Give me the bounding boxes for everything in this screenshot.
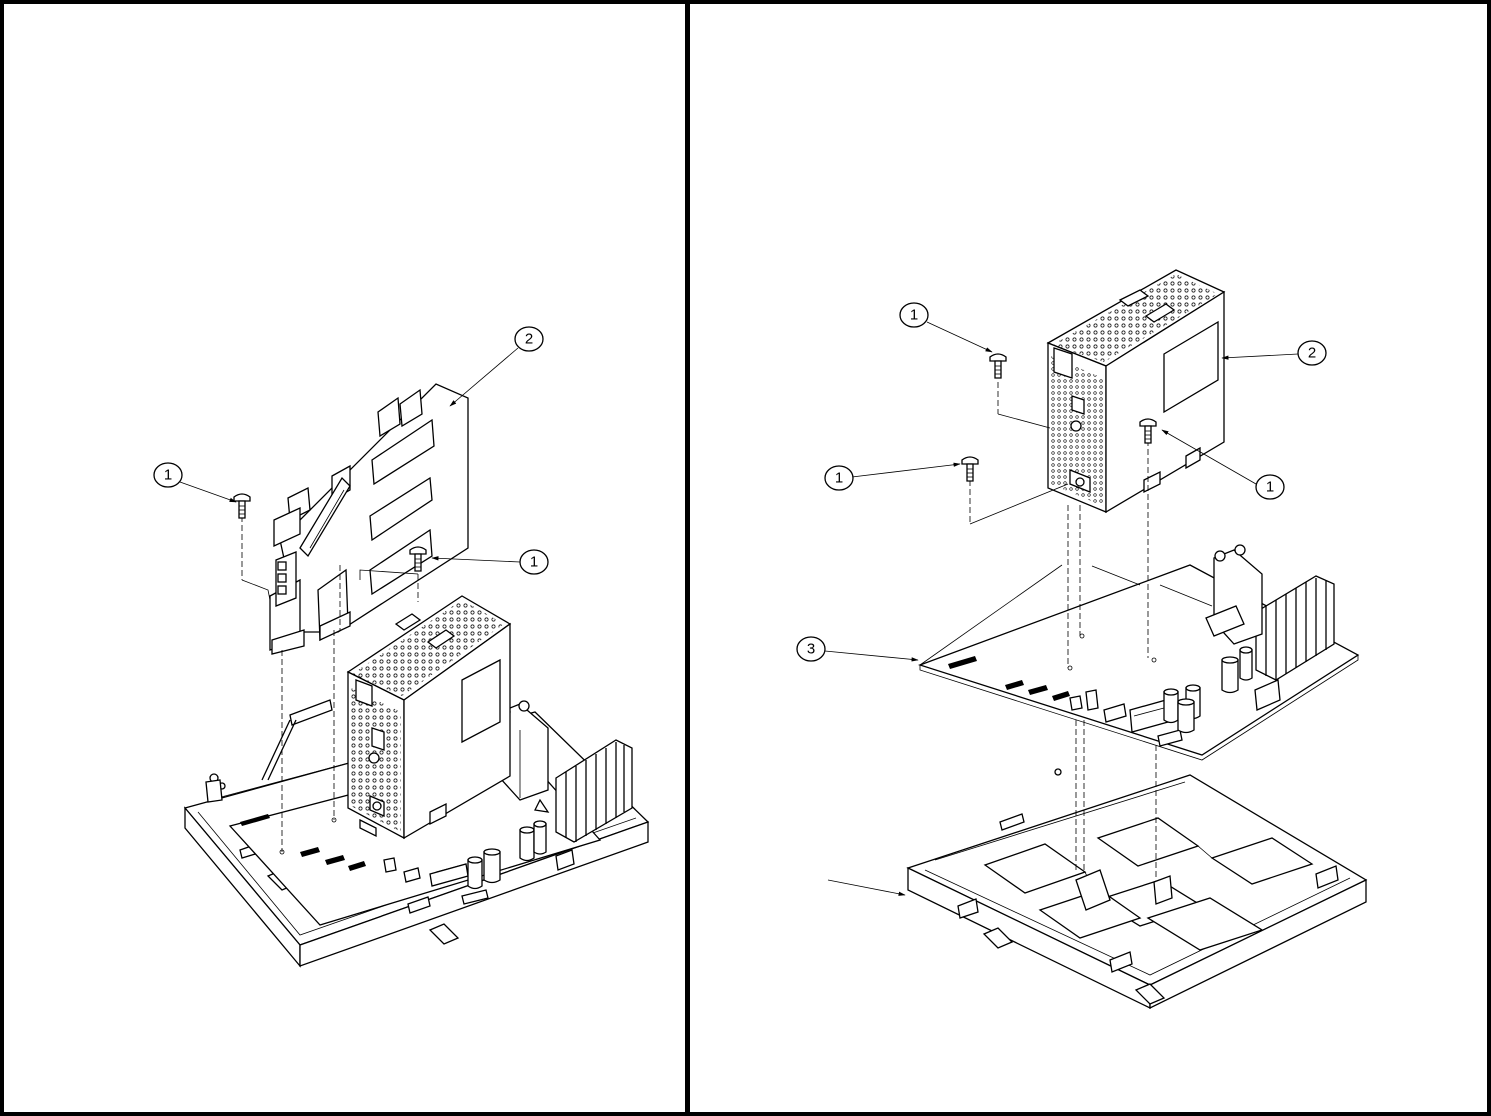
right-leader-3 [825, 651, 918, 660]
right-bracket-post [1206, 545, 1262, 644]
right-leader-2 [1222, 354, 1298, 358]
left-callout-2: 2 [515, 327, 543, 351]
svg-text:1: 1 [910, 307, 918, 324]
right-screw-a-icon [990, 354, 1006, 378]
left-callout-1b: 1 [520, 550, 548, 574]
right-leader-chassis [828, 880, 905, 895]
left-callout-1a: 1 [154, 463, 182, 487]
right-screw-b-icon [962, 457, 978, 481]
svg-text:1: 1 [835, 470, 843, 487]
right-circuit-board [920, 545, 1358, 760]
svg-text:1: 1 [164, 467, 172, 484]
right-callout-3: 3 [797, 637, 825, 661]
svg-text:1: 1 [530, 554, 538, 571]
right-power-supply-box [1048, 270, 1224, 512]
svg-text:1: 1 [1266, 479, 1274, 496]
right-chassis-tray [908, 769, 1366, 1008]
svg-text:2: 2 [1308, 345, 1316, 362]
left-leader-1a [180, 482, 236, 502]
right-callout-1a: 1 [900, 303, 928, 327]
svg-text:2: 2 [525, 331, 533, 348]
svg-text:3: 3 [807, 641, 815, 658]
left-leader-2 [450, 348, 518, 406]
right-callout-2: 2 [1298, 341, 1326, 365]
right-leader-1a [927, 322, 992, 352]
left-screw-a-icon [234, 494, 250, 518]
right-leader-1b [852, 464, 960, 477]
right-callout-1c: 1 [1256, 475, 1284, 499]
right-callout-1b: 1 [825, 466, 853, 490]
